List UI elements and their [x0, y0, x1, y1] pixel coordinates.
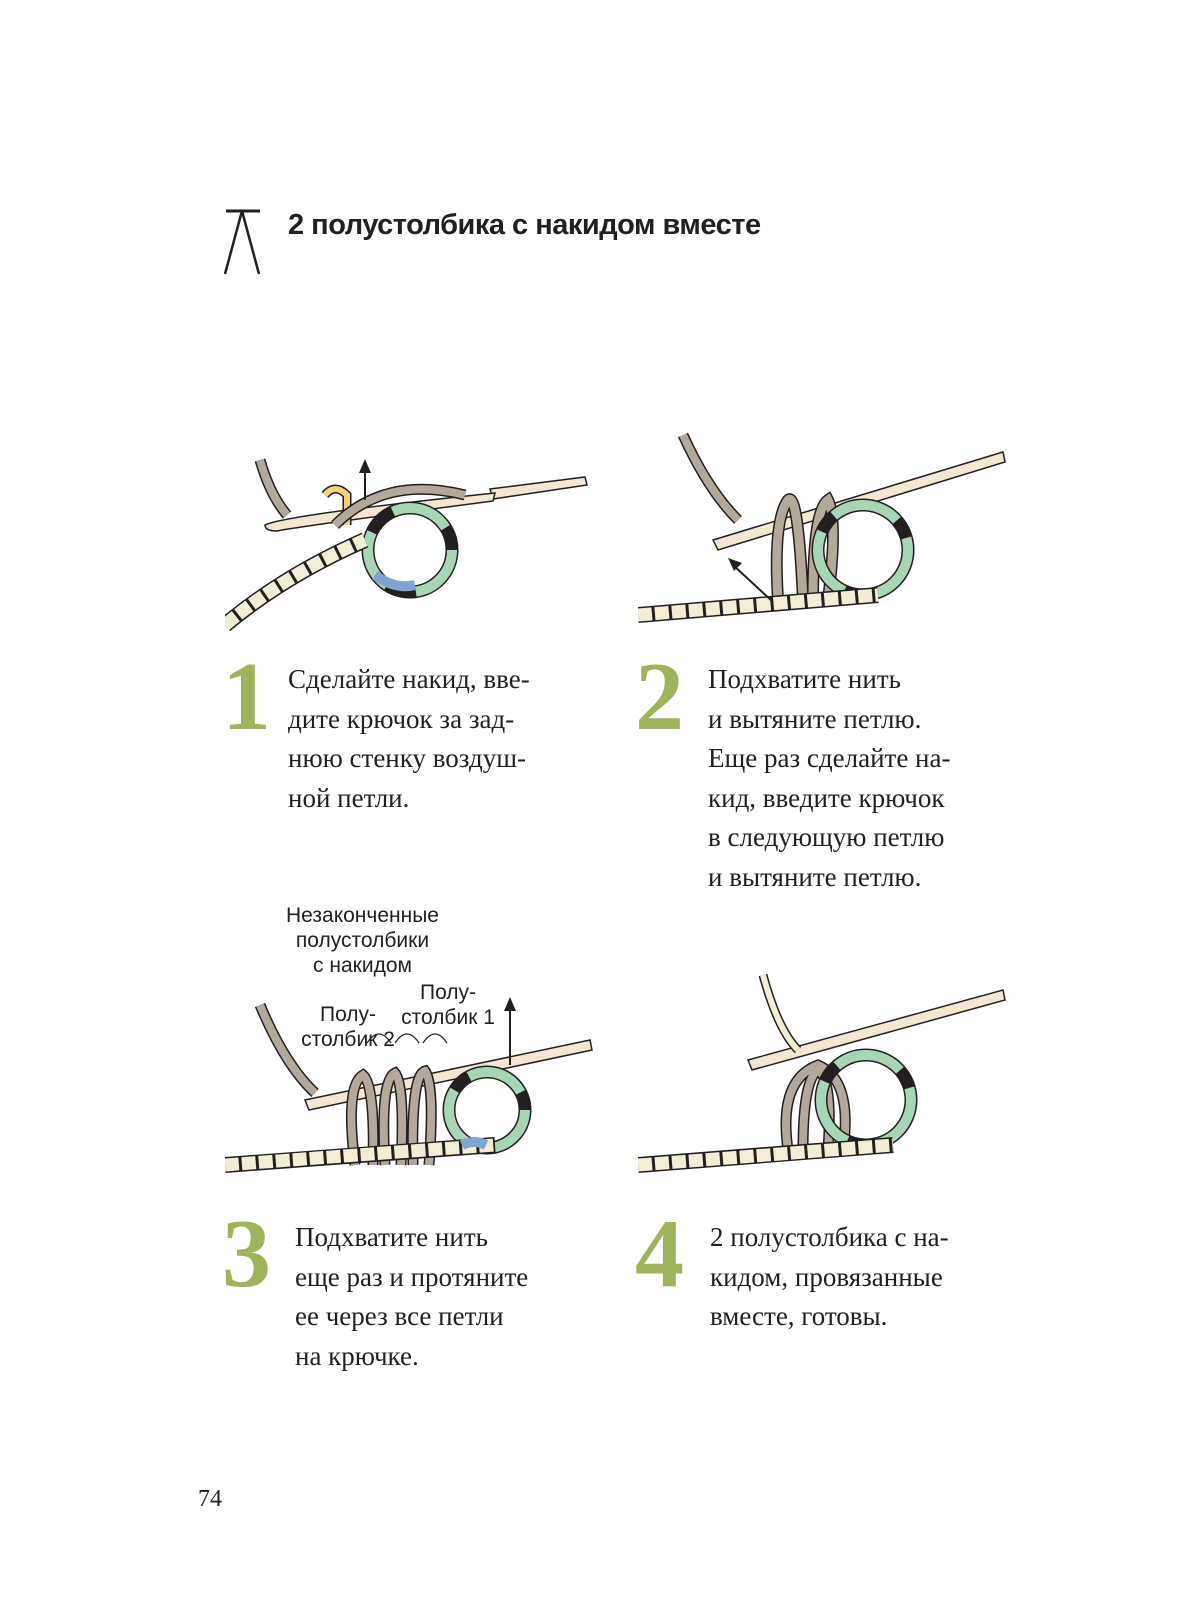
label-line: Незаконченные — [286, 904, 439, 927]
step-1-text: Сделайте накид, вве- дите крючок за зад-… — [288, 660, 530, 818]
page-number: 74 — [198, 1486, 222, 1512]
label-hdc-1: Полу- столбик 1 — [392, 980, 504, 1030]
label-line: Полу- — [419, 981, 477, 1004]
label-hdc-2: Полу- столбик 2 — [292, 1002, 404, 1052]
label-line: столбик 2 — [301, 1028, 395, 1051]
step-line: 2 полустолбика с на- — [710, 1222, 949, 1252]
step-line: на крючке. — [295, 1340, 419, 1371]
step-1-number: 1 — [222, 643, 271, 751]
step-4-illustration — [638, 973, 1006, 1173]
step-line: Сделайте накид, вве- — [288, 664, 530, 694]
step-1-illustration — [225, 458, 588, 632]
step-3-number: 3 — [222, 1200, 271, 1308]
step-line: Подхватите нить — [295, 1222, 488, 1252]
label-line: с накидом — [313, 954, 412, 977]
step-2-illustration — [638, 432, 1006, 623]
step-line: вместе, готовы. — [710, 1301, 888, 1331]
step-line: и вытяните петлю. — [708, 861, 922, 892]
step-4-text: 2 полустолбика с на- кидом, провязанные … — [710, 1218, 949, 1337]
step-line: кид, введите крючок — [708, 782, 945, 813]
page-title: 2 полустолбика с накидом вместе — [288, 209, 761, 241]
step-2-text: Подхватите нить и вытяните петлю. Еще ра… — [708, 660, 951, 897]
step-line: ной петли. — [288, 782, 410, 813]
step-line: нюю стенку воздуш- — [288, 743, 527, 773]
label-line: столбик 1 — [401, 1006, 495, 1029]
crochet-symbol-icon — [223, 209, 261, 275]
label-line: Полу- — [319, 1003, 377, 1026]
label-line: полустолбики — [295, 929, 430, 952]
step-3-text: Подхватите нить еще раз и протяните ее ч… — [295, 1218, 528, 1376]
step-3-illustration — [225, 997, 593, 1173]
step-line: дите крючок за зад- — [288, 703, 515, 734]
label-unfinished-hdc: Незаконченные полустолбики с накидом — [270, 903, 455, 978]
step-line: Еще раз сделайте на- — [708, 743, 951, 773]
step-line: в следующую петлю — [708, 822, 945, 852]
step-2-number: 2 — [635, 643, 684, 751]
step-line: Подхватите нить — [708, 664, 901, 694]
step-line: и вытяните петлю. — [708, 703, 922, 734]
step-line: ее через все петли — [295, 1301, 504, 1331]
step-line: еще раз и протяните — [295, 1261, 529, 1292]
step-4-number: 4 — [635, 1200, 684, 1308]
step-line: кидом, провязанные — [710, 1261, 943, 1292]
